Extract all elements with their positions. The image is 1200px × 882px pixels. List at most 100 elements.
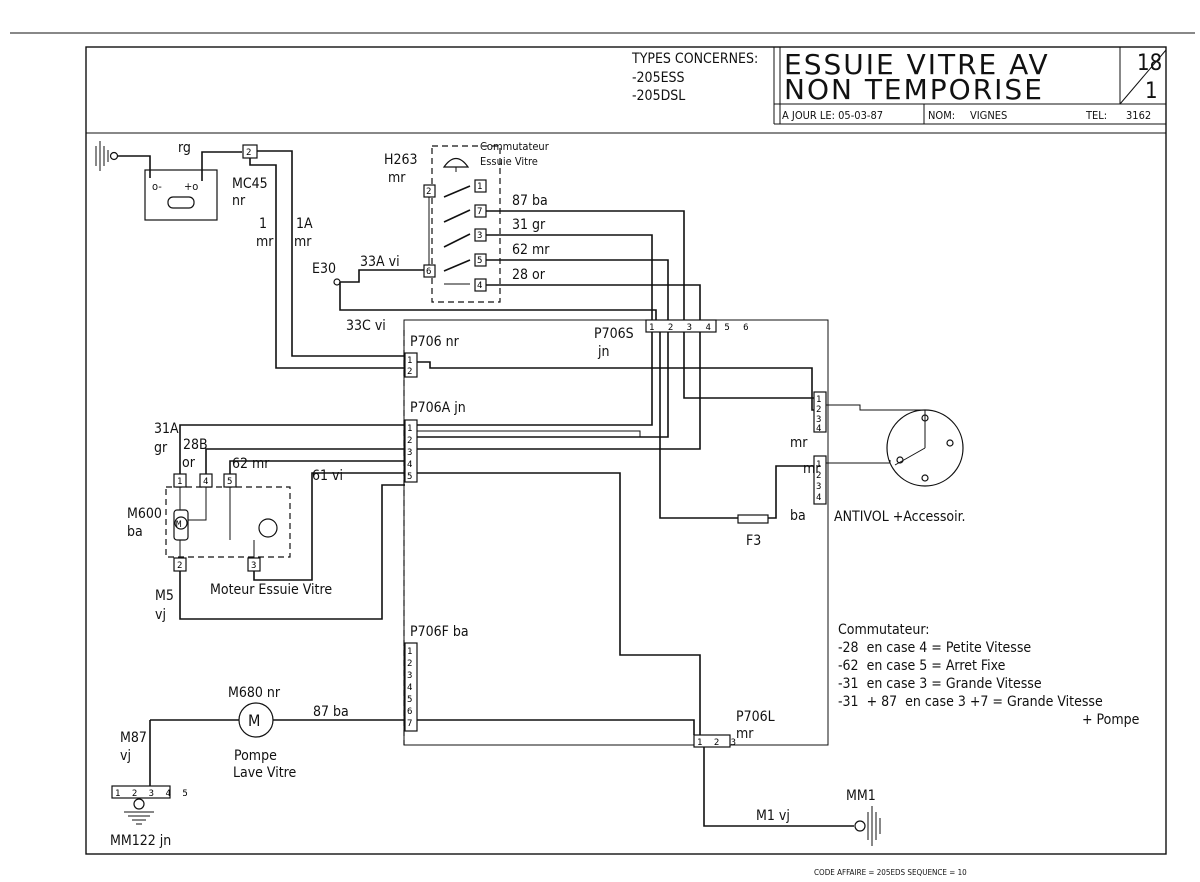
svg-text:E30: E30 (312, 261, 336, 277)
svg-text:28B: 28B (183, 437, 208, 453)
footer-code: CODE AFFAIRE = 205EDS SEQUENCE = 10 (814, 868, 967, 877)
ground-mm1: MM1 (846, 788, 881, 846)
svg-text:7: 7 (407, 719, 412, 729)
svg-text:4: 4 (203, 477, 208, 487)
svg-text:M680 nr: M680 nr (228, 685, 281, 701)
svg-text:P706F ba: P706F ba (410, 624, 469, 640)
wire-1a-mr (257, 150, 412, 357)
rg-label: rg (178, 140, 191, 156)
svg-text:5: 5 (227, 477, 232, 487)
legend-line: -62 en case 5 = Arret Fixe (838, 658, 1006, 674)
wire-33c-vi (339, 282, 657, 320)
svg-text:1 2 3 4 5 6: 1 2 3 4 5 6 (649, 323, 753, 333)
wire-p706-to-antivol (417, 361, 820, 411)
svg-text:33A vi: 33A vi (360, 254, 400, 270)
svg-text:M: M (176, 520, 182, 530)
svg-text:3: 3 (816, 415, 821, 425)
battery: o- +o rg (95, 140, 242, 221)
svg-text:3: 3 (251, 561, 256, 571)
svg-text:87 ba: 87 ba (512, 193, 548, 209)
svg-text:mr: mr (790, 435, 808, 451)
svg-text:ba: ba (790, 508, 806, 524)
svg-text:jn: jn (597, 344, 609, 360)
title-block: TYPES CONCERNES: -205ESS -205DSL ESSUIE … (86, 47, 1167, 134)
svg-text:Moteur Essuie Vitre: Moteur Essuie Vitre (210, 582, 332, 598)
svg-text:2: 2 (816, 471, 821, 481)
connector-p706s (645, 319, 717, 333)
svg-text:1: 1 (259, 216, 267, 232)
date-label: A JOUR LE: 05-03-87 (782, 109, 883, 122)
svg-text:1 2 3 4 5: 1 2 3 4 5 (115, 789, 191, 799)
svg-text:1: 1 (407, 356, 412, 366)
sheet-number: 18 (1137, 51, 1162, 76)
svg-text:ANTIVOL +Accessoir.: ANTIVOL +Accessoir. (834, 509, 965, 525)
svg-text:2: 2 (816, 405, 821, 415)
svg-text:4: 4 (407, 683, 412, 693)
connector-p706 (404, 352, 418, 378)
svg-text:vj: vj (155, 607, 166, 623)
svg-text:4: 4 (477, 281, 482, 291)
tel-value: 3162 (1126, 109, 1151, 122)
svg-text:F3: F3 (746, 533, 761, 549)
svg-text:4: 4 (816, 424, 821, 434)
tel-label: TEL: (1085, 109, 1107, 122)
svg-text:3: 3 (407, 671, 412, 681)
svg-text:P706A jn: P706A jn (410, 400, 466, 416)
svg-text:33C vi: 33C vi (346, 318, 386, 334)
svg-text:+o: +o (184, 180, 198, 193)
svg-text:mr: mr (388, 170, 406, 186)
svg-text:P706 nr: P706 nr (410, 334, 460, 350)
svg-text:1: 1 (407, 647, 412, 657)
wire-33a-vi (340, 269, 424, 283)
sheet-index: 1 (1145, 79, 1158, 104)
type-ess: -205ESS (632, 70, 685, 86)
svg-text:1: 1 (477, 182, 482, 192)
svg-text:M: M (248, 711, 260, 730)
legend-line: -31 en case 3 = Grande Vitesse (838, 676, 1042, 692)
wire-87-ba (486, 210, 820, 399)
svg-text:1A: 1A (296, 216, 313, 232)
svg-text:Pompe: Pompe (234, 748, 277, 764)
svg-text:62 mr: 62 mr (512, 242, 550, 258)
svg-text:MM122 jn: MM122 jn (110, 833, 171, 849)
svg-text:2: 2 (407, 367, 412, 377)
svg-text:M600: M600 (127, 506, 162, 522)
svg-text:H263: H263 (384, 152, 418, 168)
svg-text:87 ba: 87 ba (313, 704, 349, 720)
wire-1-mr (249, 158, 412, 369)
svg-text:mr: mr (256, 234, 274, 250)
svg-text:2: 2 (246, 148, 251, 158)
svg-text:o-: o- (152, 180, 162, 193)
svg-text:62 mr: 62 mr (232, 456, 270, 472)
svg-text:61 vi: 61 vi (312, 468, 343, 484)
mc45-label: MC45 (232, 176, 268, 192)
svg-text:1: 1 (816, 395, 821, 405)
svg-text:mr: mr (294, 234, 312, 250)
svg-text:1: 1 (177, 477, 182, 487)
svg-text:Essuie Vitre: Essuie Vitre (480, 155, 538, 168)
commutateur-essuie-vitre: H263 mr Commutateur Essuie Vitre 2 1 7 3… (384, 140, 550, 303)
svg-text:3: 3 (407, 448, 412, 458)
ground-mm122: 1 2 3 4 5 MM122 jn (110, 785, 191, 849)
legend: Commutateur: -28 en case 4 = Petite Vite… (838, 622, 1140, 728)
ground-terminal-icon (109, 151, 119, 161)
types-title: TYPES CONCERNES: (631, 51, 758, 67)
type-dsl: -205DSL (632, 88, 685, 104)
svg-text:31A: 31A (154, 421, 179, 437)
fuse-f3 (737, 514, 769, 524)
svg-text:M5: M5 (155, 588, 174, 604)
svg-text:gr: gr (154, 440, 168, 456)
svg-text:mr: mr (736, 726, 754, 742)
connector-p706f (404, 642, 418, 732)
svg-text:1: 1 (407, 424, 412, 434)
wiper-symbol-icon (442, 157, 470, 168)
svg-text:MM1: MM1 (846, 788, 876, 804)
connector-p706l (693, 734, 731, 748)
svg-text:5: 5 (477, 256, 482, 266)
svg-text:2: 2 (426, 187, 431, 197)
svg-text:5: 5 (407, 472, 412, 482)
svg-text:5: 5 (407, 695, 412, 705)
svg-text:2: 2 (407, 659, 412, 669)
antivol: 12 34 12 34 mr mr ANTIVOL +Accessoir. (790, 391, 965, 525)
